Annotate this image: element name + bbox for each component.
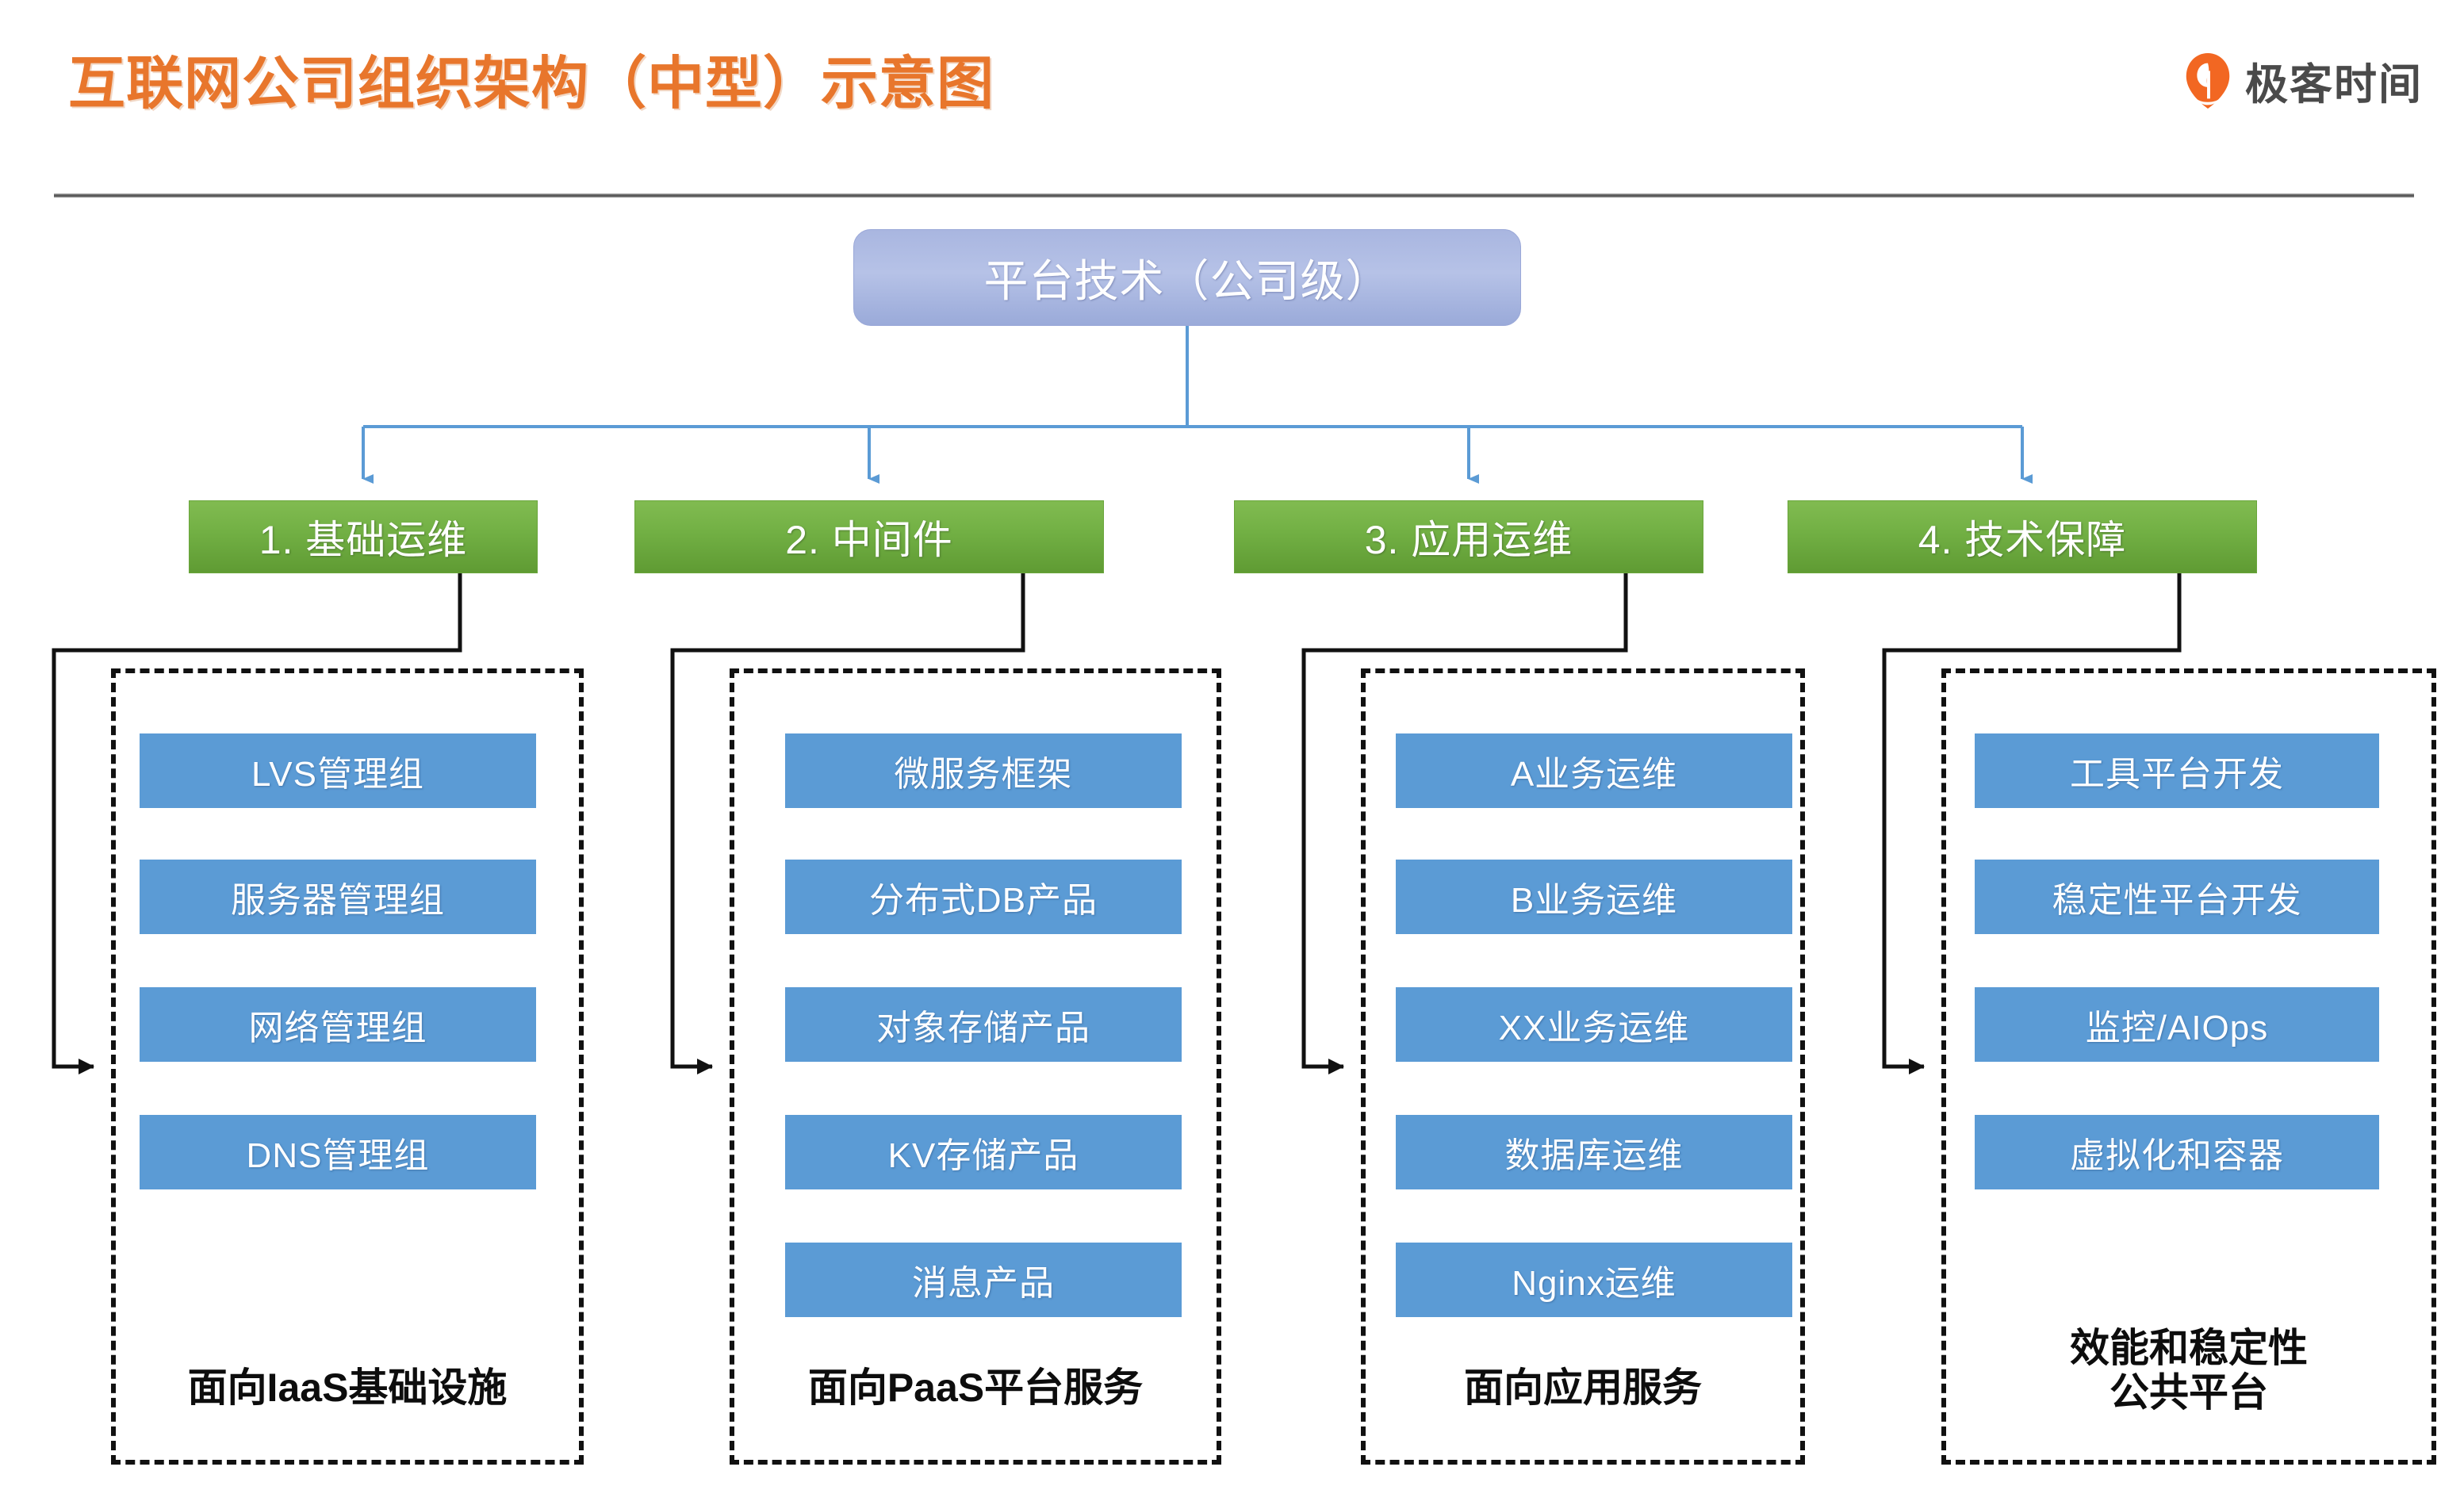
group-box-4: [1941, 668, 2436, 1465]
item-chip[interactable]: A业务运维: [1396, 733, 1792, 808]
item-chip[interactable]: 微服务框架: [785, 733, 1182, 808]
item-chip[interactable]: 分布式DB产品: [785, 860, 1182, 934]
brand-logo: 极客时间: [2183, 49, 2423, 112]
header-divider: [54, 193, 2414, 197]
group-caption-3: 面向应用服务: [1464, 1365, 1702, 1410]
item-chip[interactable]: 工具平台开发: [1975, 733, 2379, 808]
group-caption-2: 面向PaaS平台服务: [807, 1365, 1144, 1410]
page-title: 互联网公司组织架构（中型）示意图: [68, 52, 995, 116]
item-chip[interactable]: LVS管理组: [140, 733, 536, 808]
item-chip[interactable]: 虚拟化和容器: [1975, 1115, 2379, 1189]
group-caption-4: 效能和稳定性 公共平台: [2070, 1326, 2308, 1415]
item-chip[interactable]: DNS管理组: [140, 1115, 536, 1189]
item-chip[interactable]: KV存储产品: [785, 1115, 1182, 1189]
item-chip[interactable]: 稳定性平台开发: [1975, 860, 2379, 934]
item-chip[interactable]: Nginx运维: [1396, 1243, 1792, 1317]
root-to-dept-connectors: [362, 326, 2033, 484]
group-box-3: [1361, 668, 1805, 1465]
dept-node-2[interactable]: 2. 中间件: [634, 500, 1104, 573]
brand-logo-text: 极客时间: [2245, 61, 2423, 109]
dept-node-4[interactable]: 4. 技术保障: [1788, 500, 2257, 573]
item-chip[interactable]: 对象存储产品: [785, 987, 1182, 1062]
item-chip[interactable]: 服务器管理组: [140, 860, 536, 934]
item-chip[interactable]: 消息产品: [785, 1243, 1182, 1317]
dept-node-1[interactable]: 1. 基础运维: [189, 500, 538, 573]
dept-node-3[interactable]: 3. 应用运维: [1234, 500, 1703, 573]
item-chip[interactable]: 数据库运维: [1396, 1115, 1792, 1189]
root-node-platform-tech[interactable]: 平台技术（公司级）: [853, 229, 1521, 326]
group-box-2: [730, 668, 1221, 1465]
geektime-pin-icon: [2186, 52, 2230, 109]
group-box-1: [111, 668, 584, 1465]
group-caption-1: 面向IaaS基础设施: [187, 1365, 508, 1410]
item-chip[interactable]: XX业务运维: [1396, 987, 1792, 1062]
item-chip[interactable]: 监控/AIOps: [1975, 987, 2379, 1062]
item-chip[interactable]: B业务运维: [1396, 860, 1792, 934]
item-chip[interactable]: 网络管理组: [140, 987, 536, 1062]
